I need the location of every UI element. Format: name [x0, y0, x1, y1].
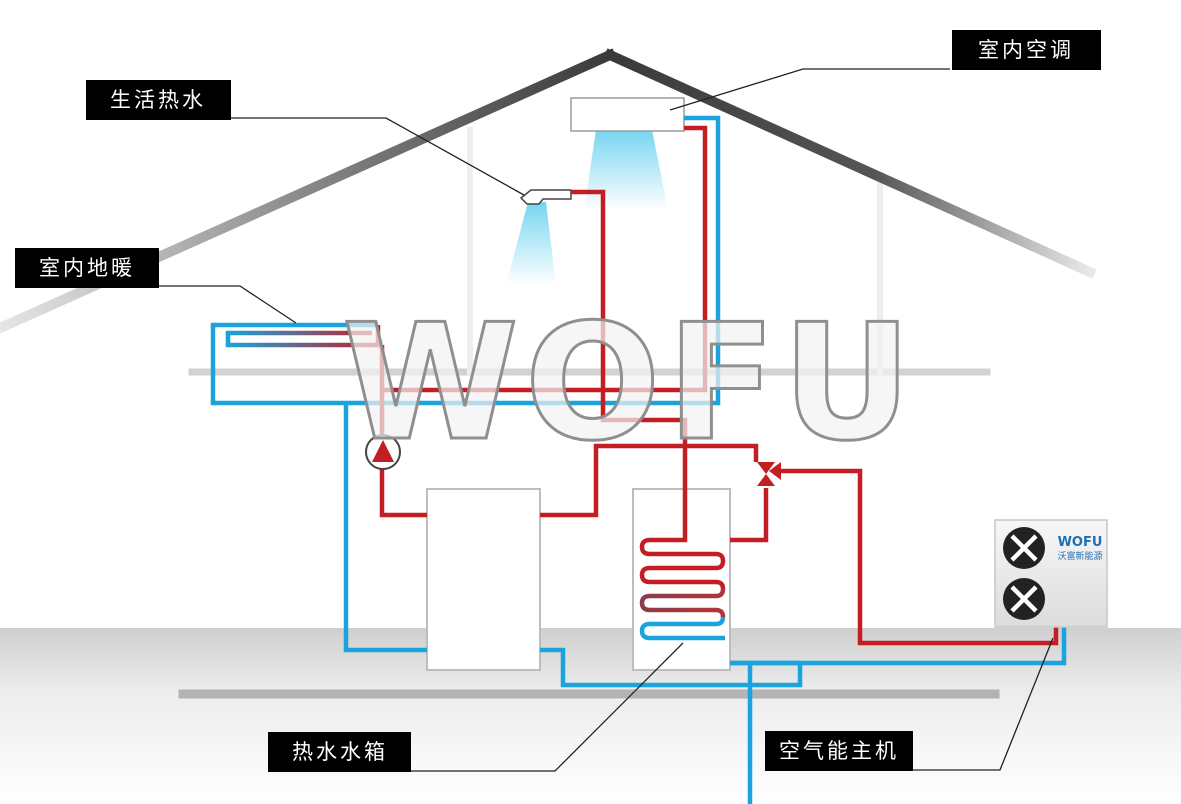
hot-water-spray [506, 202, 556, 285]
ac-return-pipe [210, 115, 721, 406]
pump-outlet-pipe [379, 468, 427, 518]
indoor-ac-unit [570, 97, 685, 132]
cold-water-pipes [210, 115, 1067, 804]
floor-heating-coil [225, 325, 381, 348]
circulation-pump-icon [365, 434, 401, 470]
three-way-valve-icon [757, 462, 781, 486]
unit-brand-subtitle: 沃富新能源 [1057, 550, 1102, 562]
leader-indoor-ac [669, 68, 950, 111]
leader-domestic-hot-water [228, 117, 525, 196]
tank-heat-exchanger-coil [639, 537, 726, 641]
shower-head-icon [520, 189, 572, 205]
buffer-to-valve-pipe [540, 443, 759, 518]
shower-supply-pipe [571, 189, 688, 543]
roof-right [603, 48, 1097, 279]
ac-supply-pipe [382, 125, 708, 393]
fan-icon-bottom [1003, 578, 1045, 620]
tank-to-valve-pipe [730, 488, 769, 543]
fan-icon-top [1003, 527, 1045, 569]
unit-cold-supply-pipe [730, 627, 1067, 666]
brand-watermark: WOFU [342, 289, 918, 476]
label-floor-heating: 室内地暖 [15, 248, 159, 288]
callout-leader-lines [158, 68, 1054, 772]
label-hot-water-tank: 热水水箱 [268, 732, 411, 772]
label-indoor-ac: 室内空调 [952, 30, 1101, 70]
unit-brand-logo: WOFU [1058, 535, 1103, 550]
svg-text:室内地暖: 室内地暖 [39, 256, 135, 280]
hot-water-pipes [379, 125, 1059, 646]
svg-text:室内空调: 室内空调 [978, 38, 1074, 62]
leader-hot-water-tank [410, 642, 684, 772]
svg-text:空气能主机: 空气能主机 [779, 739, 899, 763]
ac-airflow-spray [584, 130, 668, 210]
svg-text:热水水箱: 热水水箱 [292, 740, 388, 764]
label-domestic-hot-water: 生活热水 [86, 80, 231, 120]
leader-air-source-unit [912, 637, 1054, 771]
leader-floor-heating [158, 285, 297, 324]
ground [0, 628, 1181, 804]
buffer-return-pipe [343, 403, 427, 653]
buffer-tank [426, 488, 541, 671]
label-air-source-unit: 空气能主机 [765, 731, 913, 771]
svg-text:生活热水: 生活热水 [110, 88, 206, 112]
air-source-unit: WOFU 沃富新能源 [994, 519, 1108, 628]
unit-hot-return-pipe [781, 468, 1059, 646]
